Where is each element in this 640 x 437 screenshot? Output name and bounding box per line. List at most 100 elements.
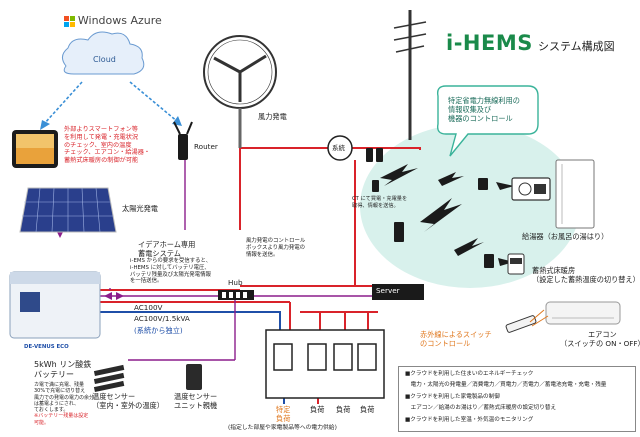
wind-power-label: 風力発電 [258, 112, 287, 121]
floor-heating-unit [507, 253, 525, 275]
temp-unit-line: 温度センサー [174, 392, 218, 401]
home-storage-title: イデアホーム専用 蓄電システム [138, 240, 195, 258]
ct-note-line: 取得、情報を送信。 [352, 202, 399, 209]
azure-logo: Windows Azure [64, 14, 162, 28]
azure-label: Windows Azure [77, 14, 162, 27]
battery-warning: ※バッテリー残量は設定 [34, 413, 89, 420]
ac100v-label: AC100V [134, 303, 163, 312]
cloud-shape [62, 31, 145, 75]
legend-item: 電力・太陽光の発電量／消費電力／買電力／売電力／蓄電池充電・充電・残量 [405, 382, 607, 388]
hub-label: Hub [228, 278, 243, 287]
cloud-arrows [43, 81, 179, 125]
wireless-note-line: 機器のコントロール [448, 114, 513, 123]
aircon-unit [545, 301, 621, 325]
solar-panel [19, 187, 117, 233]
battery-spec-line: 30%で充電に切り替え [34, 388, 86, 395]
wireless-note-line: 特定省電力無線利用の [448, 96, 520, 105]
temp-sensor-line: （室内・室外の温度） [92, 401, 164, 410]
independent-label: (系統から独立) [134, 326, 183, 335]
cloud-label: Cloud [93, 55, 116, 64]
distribution-panels [265, 329, 385, 399]
ct-sensors [366, 148, 383, 192]
battery-spec-line: 風力での発電の電力の余分 [34, 394, 95, 401]
water-heater-label: 給湯器（お風呂の湯はり） [522, 232, 609, 241]
legend-item: ■クラウドを利用した室温・外気温のモニタリング [405, 417, 534, 423]
wind-control-note: 風力発電のコントロール ボックスより風力発電の 情報を送信。 [246, 238, 305, 258]
legend-item: ■クラウドを利用した家電製品の制御 [405, 394, 500, 400]
hub-device [218, 290, 254, 300]
system-meter-circle [327, 135, 353, 161]
home-storage-line: 蓄電システム [138, 249, 181, 258]
system-meter-label: 系統 [332, 144, 345, 152]
windows-logo-icon [64, 16, 75, 27]
aircon-label: エアコン （スイッチの ON・OFF） [560, 330, 640, 348]
specific-load-label: 特定 負荷 [276, 405, 290, 423]
specific-load-line: 負荷 [276, 414, 291, 423]
home-system-note-line: i-EMS からの要求を受信すると、 [130, 258, 212, 264]
ir-remote [505, 309, 549, 333]
floor-heating-label: 蓄熱式床暖房 （設定した蓄熱温度の切り替え） [532, 266, 640, 284]
temp-sensor-line: 温度センサー [92, 392, 136, 401]
smartphone-note-line: を利用して発電・充電状況 [64, 133, 139, 141]
battery-title-line: バッテリー [34, 370, 74, 379]
ir-switch-line: 赤外線によるスイッチ [420, 330, 492, 339]
battery-title-line: 5kWh リン酸鉄 [34, 360, 92, 369]
floor-heating-line: （設定した蓄熱温度の切り替え） [532, 275, 640, 284]
wireless-area [360, 124, 580, 288]
temp-sensors [93, 364, 202, 393]
wireless-callout [436, 85, 539, 157]
aircon-line: エアコン [587, 330, 617, 339]
utility-pole [393, 10, 427, 140]
battery-unit [9, 271, 101, 339]
smartphone-note-line: チェック、エアコン・給湯器・ [64, 149, 151, 157]
battery-brand: DE-VENUS ECO [24, 344, 69, 350]
smartphone-note-line: のチェック、室内の温度 [64, 141, 132, 149]
tablet-device [12, 130, 58, 168]
wind-control-note-line: 風力発電のコントロール [246, 238, 306, 244]
server-label: Server [376, 286, 400, 295]
smartphone-note-line: 外部よりスマートフォン等 [64, 126, 138, 133]
server-box [372, 284, 424, 300]
legend-item: エアコン／給湯のお湯はり／蓄熱式床暖房の設定切り替え [405, 405, 557, 411]
feature-legend: ■クラウドを利用した住まいのエネルギーチェック 電力・太陽光の発電量／消費電力／… [398, 366, 636, 432]
router-label: Router [194, 142, 218, 151]
water-heater [511, 159, 595, 229]
aircon-line: （スイッチの ON・OFF） [560, 339, 640, 348]
temp-unit-line: ユニット親機 [174, 401, 218, 410]
router-device [173, 121, 193, 160]
wireless-note-line: 情報収集及び [448, 105, 492, 114]
load-label-2: 負荷 [336, 405, 351, 414]
title-main: i-HEMS [446, 31, 533, 55]
wind-control-note-line: 情報を送信。 [246, 251, 279, 258]
smartphone-note-line: 蓄熱式床暖房の制御が可能 [64, 157, 139, 164]
ir-switch-label: 赤外線によるスイッチ のコントロール [420, 330, 492, 348]
wireless-note: 特定省電力無線利用の 情報収集及び 機器のコントロール [448, 96, 520, 123]
home-system-note: i-EMS からの要求を受信すると、 i-HEMS に対してバッテリ電圧、 バッ… [130, 258, 211, 285]
title-sub: システム構成図 [537, 40, 615, 53]
battery-warning: 可能。 [34, 419, 50, 426]
battery-spec-line: ておくします。 [34, 407, 69, 413]
ac100v-kva-label: AC100V/1.5kVA [134, 314, 190, 323]
load-label-1: 負荷 [310, 405, 325, 414]
battery-spec-line: カ電で満に充電、残量 [34, 382, 85, 388]
floor-heating-line: 蓄熱式床暖房 [532, 266, 576, 275]
temp-unit-label: 温度センサー ユニット親機 [174, 392, 217, 410]
ct-note-line: CT にて買電・充電量を [352, 196, 408, 202]
home-system-note-line: i-HEMS に対してバッテリ電圧、 [130, 264, 210, 271]
solar-label: 太陽光発電 [122, 204, 158, 213]
ir-switch-line: のコントロール [420, 339, 471, 348]
battery-spec: カ電で満に充電、残量 30%で充電に切り替え 風力での発電の電力の余分 は蓄電よ… [34, 382, 94, 426]
legend-item: ■クラウドを利用した住まいのエネルギーチェック [405, 371, 534, 377]
smartphone-note: 外部よりスマートフォン等 を利用して発電・充電状況 のチェック、室内の温度 チェ… [64, 126, 150, 165]
specific-load-line: 特定 [276, 405, 291, 414]
ct-note: CT にて買電・充電量を 取得、情報を送信。 [352, 196, 407, 209]
home-storage-line: イデアホーム専用 [138, 240, 196, 249]
battery-spec-line: は蓄電ようにされ、 [34, 400, 79, 407]
page-title: i-HEMS システム構成図 [446, 30, 615, 56]
load-label-3: 負荷 [360, 405, 375, 414]
battery-title: 5kWh リン酸鉄 バッテリー [34, 360, 91, 380]
specific-load-note: (指定した部屋や家電製品等への電力供給) [228, 425, 337, 431]
temp-sensor-label: 温度センサー （室内・室外の温度） [92, 392, 164, 410]
